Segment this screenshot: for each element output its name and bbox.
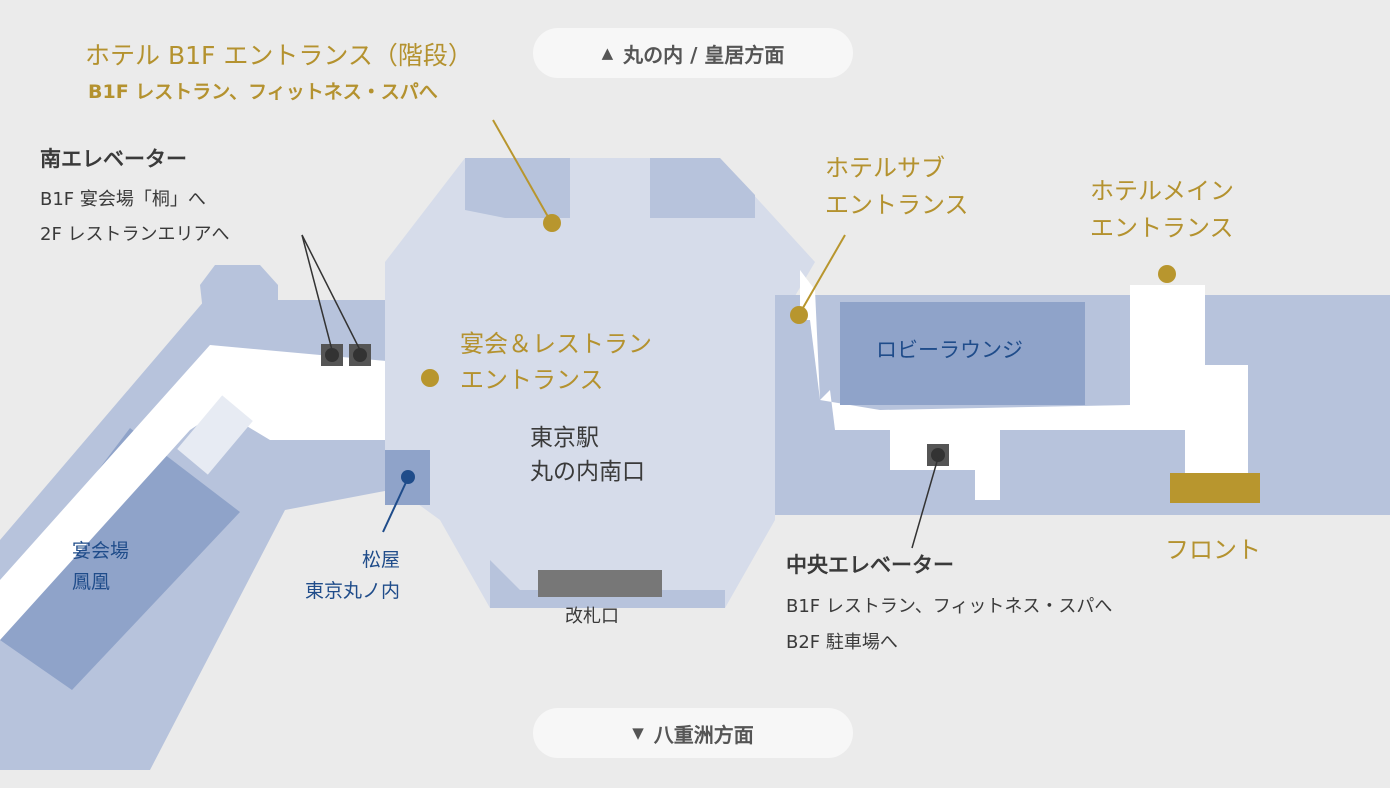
leader-line: [301, 234, 361, 351]
main-entrance-line2: エントランス: [1090, 214, 1234, 242]
matsuya-line1: 松屋: [361, 549, 400, 571]
elevator-icon: [931, 448, 945, 462]
south-elevator-title: 南エレベーター: [40, 147, 187, 171]
right-corridor: [800, 270, 1248, 500]
leader-line: [492, 119, 552, 223]
central-elevator-title: 中央エレベーター: [786, 553, 954, 577]
leader-line: [799, 234, 846, 314]
matsuya-label: 松屋 東京丸ノ内: [270, 545, 400, 607]
leader-line: [301, 234, 333, 351]
entrance-marker-sub[interactable]: [790, 306, 808, 324]
ticket-gates: [538, 570, 662, 597]
triangle-up-icon: ▲: [601, 44, 614, 62]
sub-entrance-line1: ホテルサブ: [825, 154, 945, 182]
banquet-hall-line2: 鳳凰: [72, 571, 111, 593]
main-entrance-label: ホテルメイン エントランス: [1090, 173, 1234, 247]
elevator-icon: [325, 348, 339, 362]
south-elevator-line2: 2F レストランエリアへ: [40, 224, 230, 245]
south-elevator-line1: B1F 宴会場「桐」へ: [40, 189, 206, 210]
banquet-hall-label: 宴会場 鳳凰: [72, 536, 129, 598]
sub-entrance-label: ホテルサブ エントランス: [825, 150, 969, 224]
south-direction-button[interactable]: ▼ 八重洲方面: [533, 708, 853, 758]
gates-label: 改札口: [565, 606, 619, 627]
station-line2: 丸の内南口: [530, 459, 645, 485]
banquet-entrance-label: 宴会＆レストラン エントランス: [460, 326, 652, 398]
left-corridor: [0, 345, 430, 640]
matsuya-marker[interactable]: [401, 470, 415, 484]
station-line1: 東京駅: [530, 425, 599, 451]
station-concourse: [385, 158, 815, 608]
b1f-entrance-sub: B1F レストラン、フィットネス・スパへ: [88, 81, 438, 103]
entrance-marker-b1f[interactable]: [543, 214, 561, 232]
sub-entrance-line2: エントランス: [825, 191, 969, 219]
south-elevator-tower: [200, 265, 278, 330]
north-direction-button[interactable]: ▲ 丸の内 / 皇居方面: [533, 28, 853, 78]
station-label: 東京駅 丸の内南口: [530, 421, 645, 489]
station-upper-left: [465, 158, 570, 218]
north-direction-label: 丸の内 / 皇居方面: [623, 42, 785, 67]
left-stair: [177, 395, 253, 475]
lobby-lounge-label: ロビーラウンジ: [876, 338, 1023, 362]
main-entrance-line1: ホテルメイン: [1090, 177, 1234, 205]
matsuya-line2: 東京丸ノ内: [304, 580, 400, 602]
front-desk: [1170, 473, 1260, 503]
banquet-entrance-line1: 宴会＆レストラン: [460, 330, 652, 358]
triangle-down-icon: ▼: [632, 724, 644, 742]
front-desk-label: フロント: [1165, 536, 1261, 564]
lobby-lounge-room: [840, 302, 1085, 405]
entrance-marker-banquet[interactable]: [421, 369, 439, 387]
south-direction-label: 八重洲方面: [653, 722, 754, 747]
banquet-entrance-line2: エントランス: [460, 366, 604, 394]
leader-line: [382, 477, 409, 533]
elevator-icon: [353, 348, 367, 362]
banquet-hall-houou: [0, 428, 240, 690]
station-upper-right: [650, 158, 755, 218]
entrance-marker-main[interactable]: [1158, 265, 1176, 283]
b1f-entrance-title: ホテル B1F エントランス（階段）: [85, 41, 473, 70]
leader-line: [911, 457, 939, 549]
central-elevator-line2: B2F 駐車場へ: [786, 632, 898, 653]
central-elevator-line1: B1F レストラン、フィットネス・スパへ: [786, 596, 1113, 617]
banquet-hall-line1: 宴会場: [72, 540, 130, 562]
